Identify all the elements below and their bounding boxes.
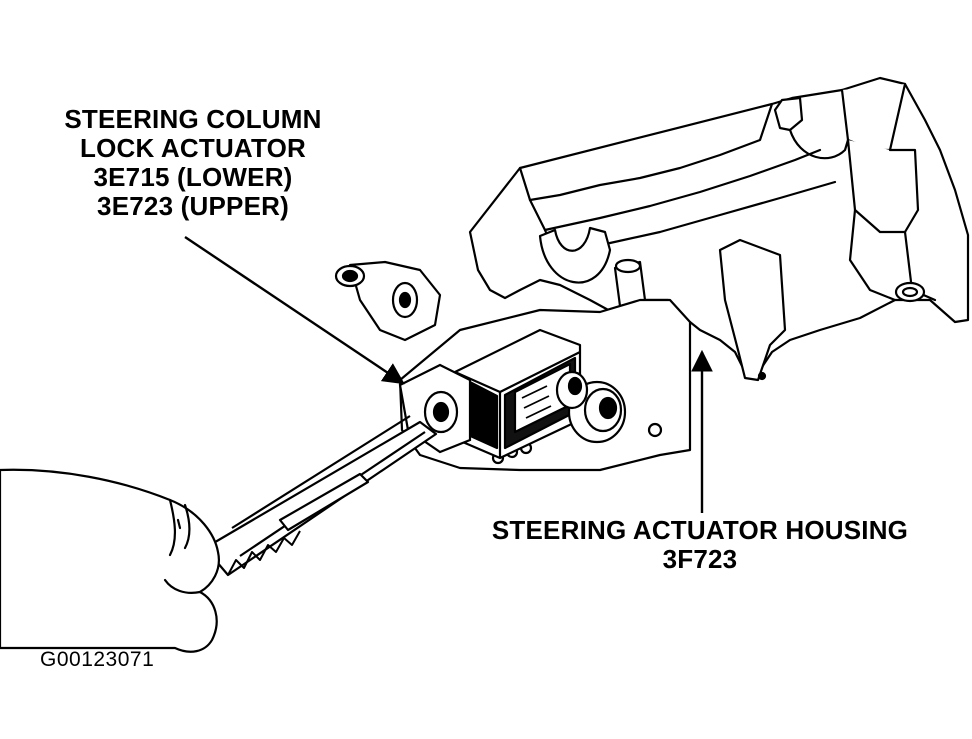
- housing-label-line2: 3F723: [662, 544, 738, 575]
- lock-actuator-label-line4: 3E723 (UPPER): [97, 191, 289, 222]
- tool-illustration: [205, 416, 436, 575]
- lock-actuator-label-line3: 3E715 (LOWER): [93, 162, 293, 193]
- lock-actuator-label-line2: LOCK ACTUATOR: [80, 133, 306, 164]
- figure-id: G00123071: [40, 648, 155, 671]
- housing-label-line1: STEERING ACTUATOR HOUSING: [491, 515, 909, 545]
- hand-illustration: [0, 470, 219, 652]
- lock-actuator-label-line1: STEERING COLUMN: [64, 104, 322, 134]
- housing-label: STEERING ACTUATOR HOUSING 3F723: [470, 515, 930, 575]
- lock-actuator-leader-arrow: [185, 237, 405, 385]
- lock-actuator-illustration: [455, 330, 580, 458]
- plunger-bolt-illustration: [400, 365, 625, 452]
- lock-actuator-label: STEERING COLUMN LOCK ACTUATOR 3E715 (LOW…: [48, 104, 338, 222]
